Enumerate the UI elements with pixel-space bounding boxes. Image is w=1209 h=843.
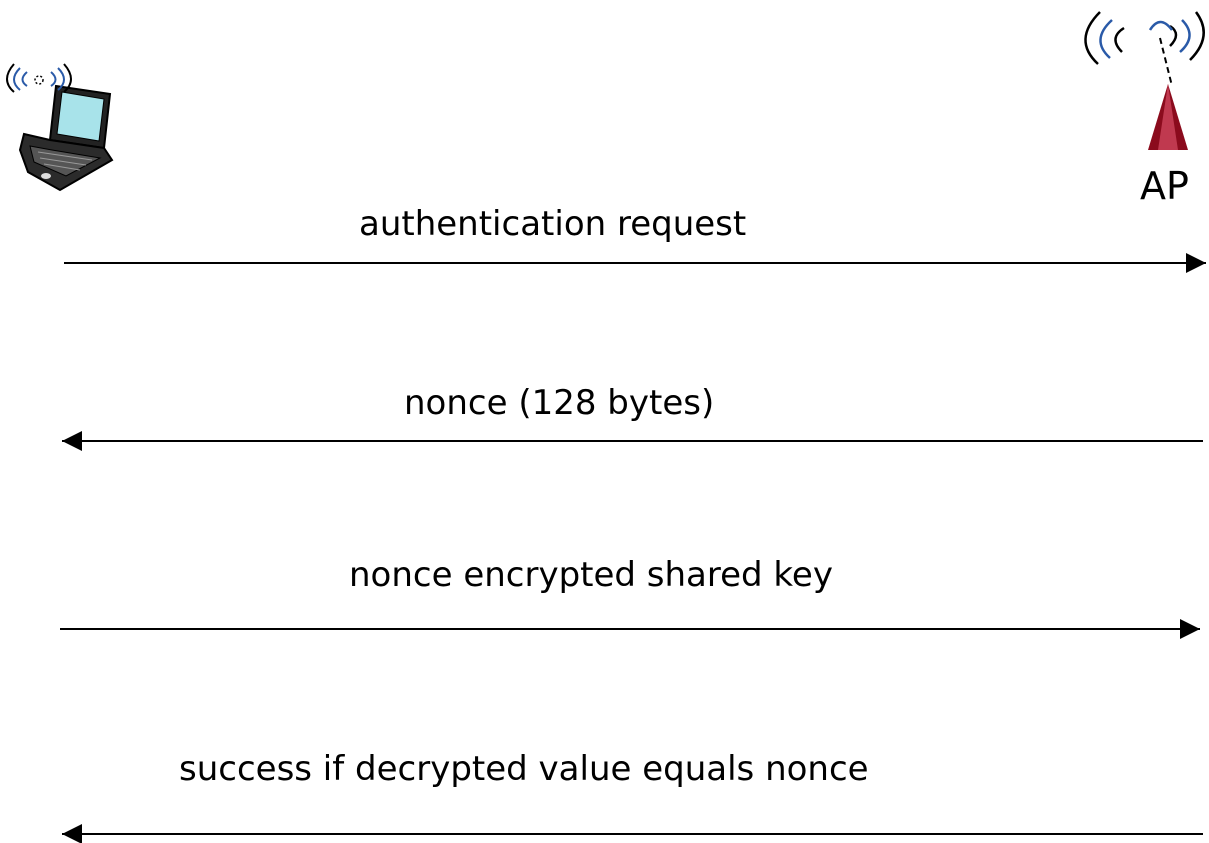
access-point-label: AP (1140, 164, 1189, 208)
message-label: nonce encrypted shared key (349, 555, 833, 595)
laptop-icon (18, 84, 114, 192)
message-label: success if decrypted value equals nonce (179, 749, 869, 789)
access-point-tower-icon (1148, 37, 1188, 150)
message-label: authentication request (359, 204, 747, 244)
wireless-signal-icon (1084, 11, 1205, 65)
message-label: nonce (128 bytes) (404, 383, 715, 423)
wireless-signal-icon (6, 63, 72, 93)
